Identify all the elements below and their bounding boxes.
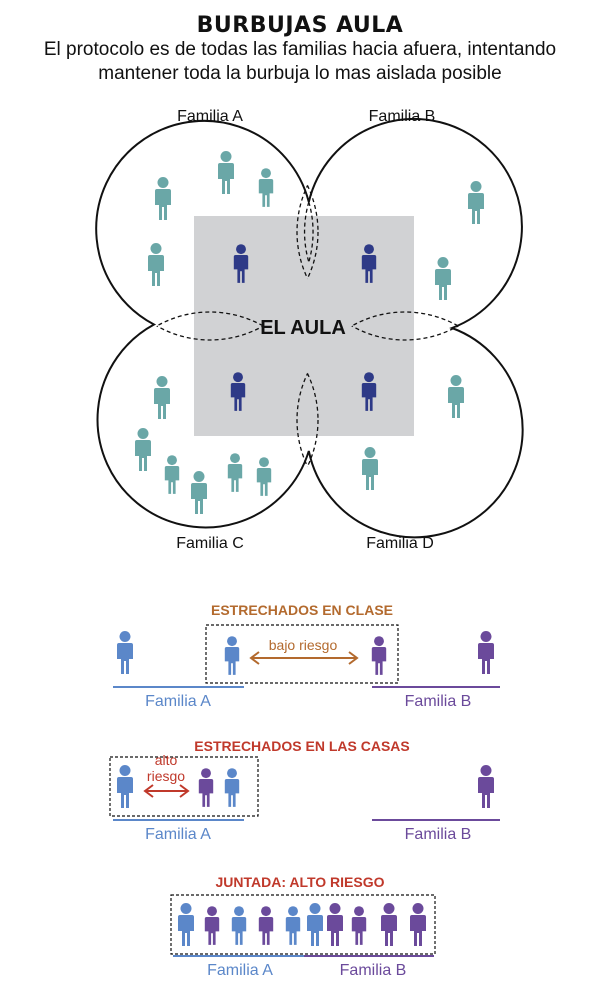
section-heading: JUNTADA: ALTO RIESGO xyxy=(215,874,384,890)
person-icon xyxy=(258,906,274,945)
person-icon xyxy=(307,903,323,946)
person-icon xyxy=(435,257,451,300)
page-title: BURBUJAS AULA xyxy=(197,13,404,38)
family-a-label: Familia A xyxy=(145,693,211,710)
subtitle-line-2: mantener toda la burbuja lo mas aislada … xyxy=(98,63,501,84)
arrow-label: bajo riesgo xyxy=(269,637,338,653)
family-b-label: Familia B xyxy=(405,693,472,710)
person-icon xyxy=(204,906,220,945)
venn-outer-outline xyxy=(95,117,524,539)
section-gathering: JUNTADA: ALTO RIESGO Familia A Familia B xyxy=(170,874,436,979)
person-icon xyxy=(256,457,272,496)
person-icon xyxy=(155,177,171,220)
classroom-square xyxy=(194,216,414,436)
section-home-contact: ESTRECHADOS EN LAS CASAS alto riesgo Fam… xyxy=(109,738,500,843)
person-icon xyxy=(224,636,240,675)
double-arrow xyxy=(143,784,190,798)
person-icon xyxy=(198,768,214,807)
person-icon xyxy=(327,903,343,946)
person-icon xyxy=(218,151,234,194)
person-icon xyxy=(478,765,494,808)
person-icon xyxy=(178,903,194,946)
arrow-label-line-2: riesgo xyxy=(147,768,185,784)
family-label-d: Familia D xyxy=(366,535,434,552)
person-icon xyxy=(135,428,151,471)
person-icon xyxy=(117,631,133,674)
contact-box xyxy=(205,624,399,684)
family-label-b: Familia B xyxy=(369,108,436,125)
classroom-label: EL AULA xyxy=(260,317,346,339)
family-label-c: Familia C xyxy=(176,535,244,552)
person-icon xyxy=(381,903,397,946)
person-icon xyxy=(448,375,464,418)
person-icon xyxy=(148,243,164,286)
person-icon xyxy=(362,447,378,490)
arrow-label-line-1: alto xyxy=(155,752,178,768)
person-icon xyxy=(164,455,180,494)
person-icon xyxy=(231,906,247,945)
subtitle-line-1: El protocolo es de todas las familias ha… xyxy=(44,39,556,60)
family-circles xyxy=(95,117,524,539)
section-class-contact: ESTRECHADOS EN CLASE bajo riesgo Familia… xyxy=(113,602,500,710)
venn-overlap-arcs xyxy=(102,124,513,528)
person-icon xyxy=(351,906,367,945)
family-b-label: Familia B xyxy=(340,962,407,979)
family-a-label: Familia A xyxy=(207,962,273,979)
person-icon xyxy=(410,903,426,946)
person-icon xyxy=(191,471,207,514)
contact-box xyxy=(170,894,436,955)
person-icon xyxy=(227,453,243,492)
family-a-label: Familia A xyxy=(145,826,211,843)
person-icon xyxy=(478,631,494,674)
person-icon xyxy=(117,765,133,808)
person-icon xyxy=(154,376,170,419)
family-label-a: Familia A xyxy=(177,108,243,125)
section-heading: ESTRECHADOS EN CLASE xyxy=(211,602,393,618)
double-arrow xyxy=(249,651,359,665)
family-b-label: Familia B xyxy=(405,826,472,843)
person-icon xyxy=(258,168,274,207)
contact-box xyxy=(109,756,259,817)
person-icon xyxy=(285,906,301,945)
person-icon xyxy=(371,636,387,675)
venn-diagram: EL AULA Familia A Familia B Familia C Fa… xyxy=(95,108,524,552)
person-icon xyxy=(468,181,484,224)
section-heading: ESTRECHADOS EN LAS CASAS xyxy=(194,738,409,754)
person-icon xyxy=(224,768,240,807)
